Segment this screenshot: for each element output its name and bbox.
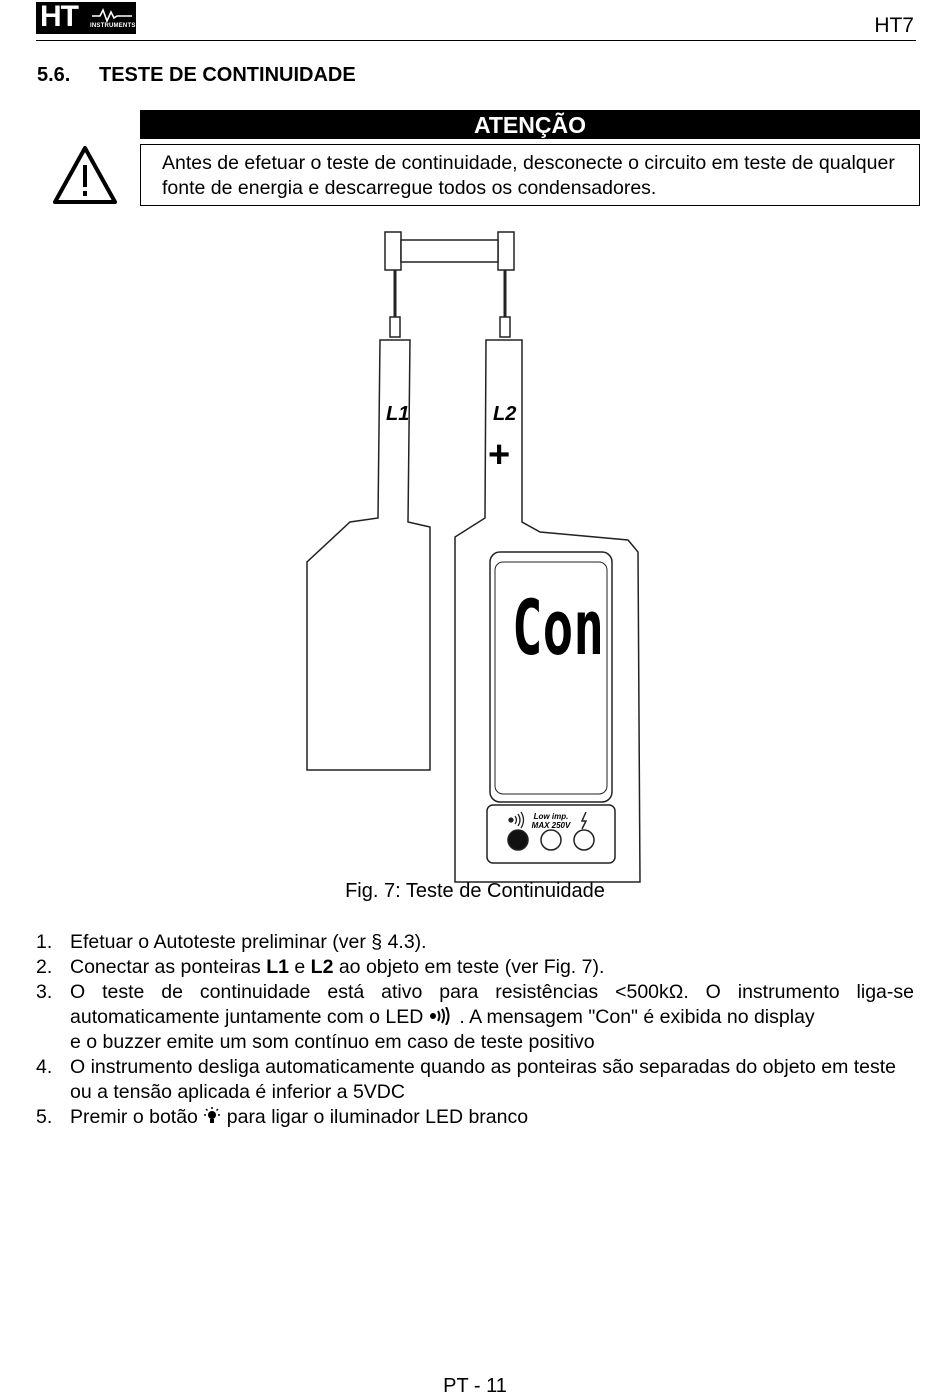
probe-plus-sign: + [488, 434, 510, 476]
step-text-part: Premir o botão [70, 1106, 198, 1128]
logo-wave-icon [92, 8, 132, 22]
step-text-line: e o buzzer emite um som contínuo em caso… [70, 1031, 595, 1053]
probe-l2-tip [499, 316, 511, 338]
step-text: Efetuar o Autoteste preliminar (ver § 4.… [70, 931, 427, 953]
continuity-test-figure: L1 L2 + Con Low imp. MAX 250V [306, 231, 641, 883]
low-imp-led [540, 829, 562, 851]
probe-l2-ref: L2 [310, 956, 334, 978]
panel-label-max-voltage: MAX 250V [532, 821, 571, 830]
continuity-led [507, 829, 529, 851]
step-number: 4. [36, 1056, 53, 1078]
list-item: 2. Conectar as ponteiras L1 e L2 ao obje… [36, 955, 914, 980]
list-item: 3. O teste de continuidade está ativo pa… [36, 980, 914, 1055]
warning-heading: ATENÇÃO [140, 110, 920, 139]
voltage-led [573, 829, 595, 851]
step-text-line: O teste de continuidade está ativo para … [70, 981, 914, 1003]
warning-text: Antes de efetuar o teste de continuidade… [162, 152, 895, 199]
model-name: HT7 [874, 14, 914, 37]
logo-subtext: INSTRUMENTS [90, 23, 136, 29]
step-text-part: . A mensagem "Con" é exibida no display [459, 1006, 815, 1028]
section-heading: 5.6. TESTE DE CONTINUIDADE [37, 64, 356, 87]
warning-triangle-icon [53, 146, 117, 204]
probe-l1-tip [389, 316, 401, 338]
warning-box: Antes de efetuar o teste de continuidade… [140, 144, 920, 206]
high-voltage-icon [580, 811, 588, 830]
ht-instruments-logo: HT INSTRUMENTS [36, 0, 136, 34]
probe-l1-label: L1 [386, 403, 409, 425]
probe-l2-label: L2 [493, 403, 516, 425]
step-number: 2. [36, 956, 53, 978]
probe-l1-ref: L1 [266, 956, 289, 978]
panel-label-low-imp: Low imp. [534, 812, 569, 821]
step-number: 1. [36, 931, 53, 953]
probe-l1-body [306, 339, 431, 771]
logo-text: HT [40, 0, 79, 33]
light-bulb-icon [204, 1107, 221, 1123]
fuse-body [400, 239, 499, 263]
step-text-part: ao objeto em teste (ver Fig. 7). [333, 956, 605, 978]
list-item: 1. Efetuar o Autoteste preliminar (ver §… [36, 930, 914, 955]
list-item: 5. Premir o botão para ligar o iluminado… [36, 1105, 914, 1130]
step-text: O instrumento desliga automaticamente qu… [70, 1056, 897, 1103]
figure-caption: Fig. 7: Teste de Continuidade [345, 880, 605, 902]
fuse-right-cap [497, 231, 515, 271]
step-text-part: Conectar as ponteiras [70, 956, 267, 978]
section-number: 5.6. [37, 64, 71, 86]
header-divider [36, 40, 916, 41]
buzzer-symbol-icon [508, 811, 525, 829]
step-text-part: para ligar o iluminador LED branco [226, 1106, 529, 1128]
lcd-text: Con [512, 583, 604, 672]
step-number: 3. [36, 981, 53, 1003]
buzzer-led-icon [430, 1007, 450, 1025]
page-number: PT - 11 [443, 1375, 507, 1397]
section-title: TESTE DE CONTINUIDADE [99, 64, 356, 86]
step-text-line: automaticamente juntamente com o LED . A … [70, 1005, 914, 1030]
step-text-part: e [288, 956, 311, 978]
step-number: 5. [36, 1106, 53, 1128]
page-header: HT INSTRUMENTS HT7 [36, 0, 916, 42]
list-item: 4. O instrumento desliga automaticamente… [36, 1055, 914, 1105]
fuse-left-cap [384, 231, 402, 271]
step-text-part: automaticamente juntamente com o LED [70, 1006, 424, 1028]
procedure-steps: 1. Efetuar o Autoteste preliminar (ver §… [36, 930, 914, 1130]
